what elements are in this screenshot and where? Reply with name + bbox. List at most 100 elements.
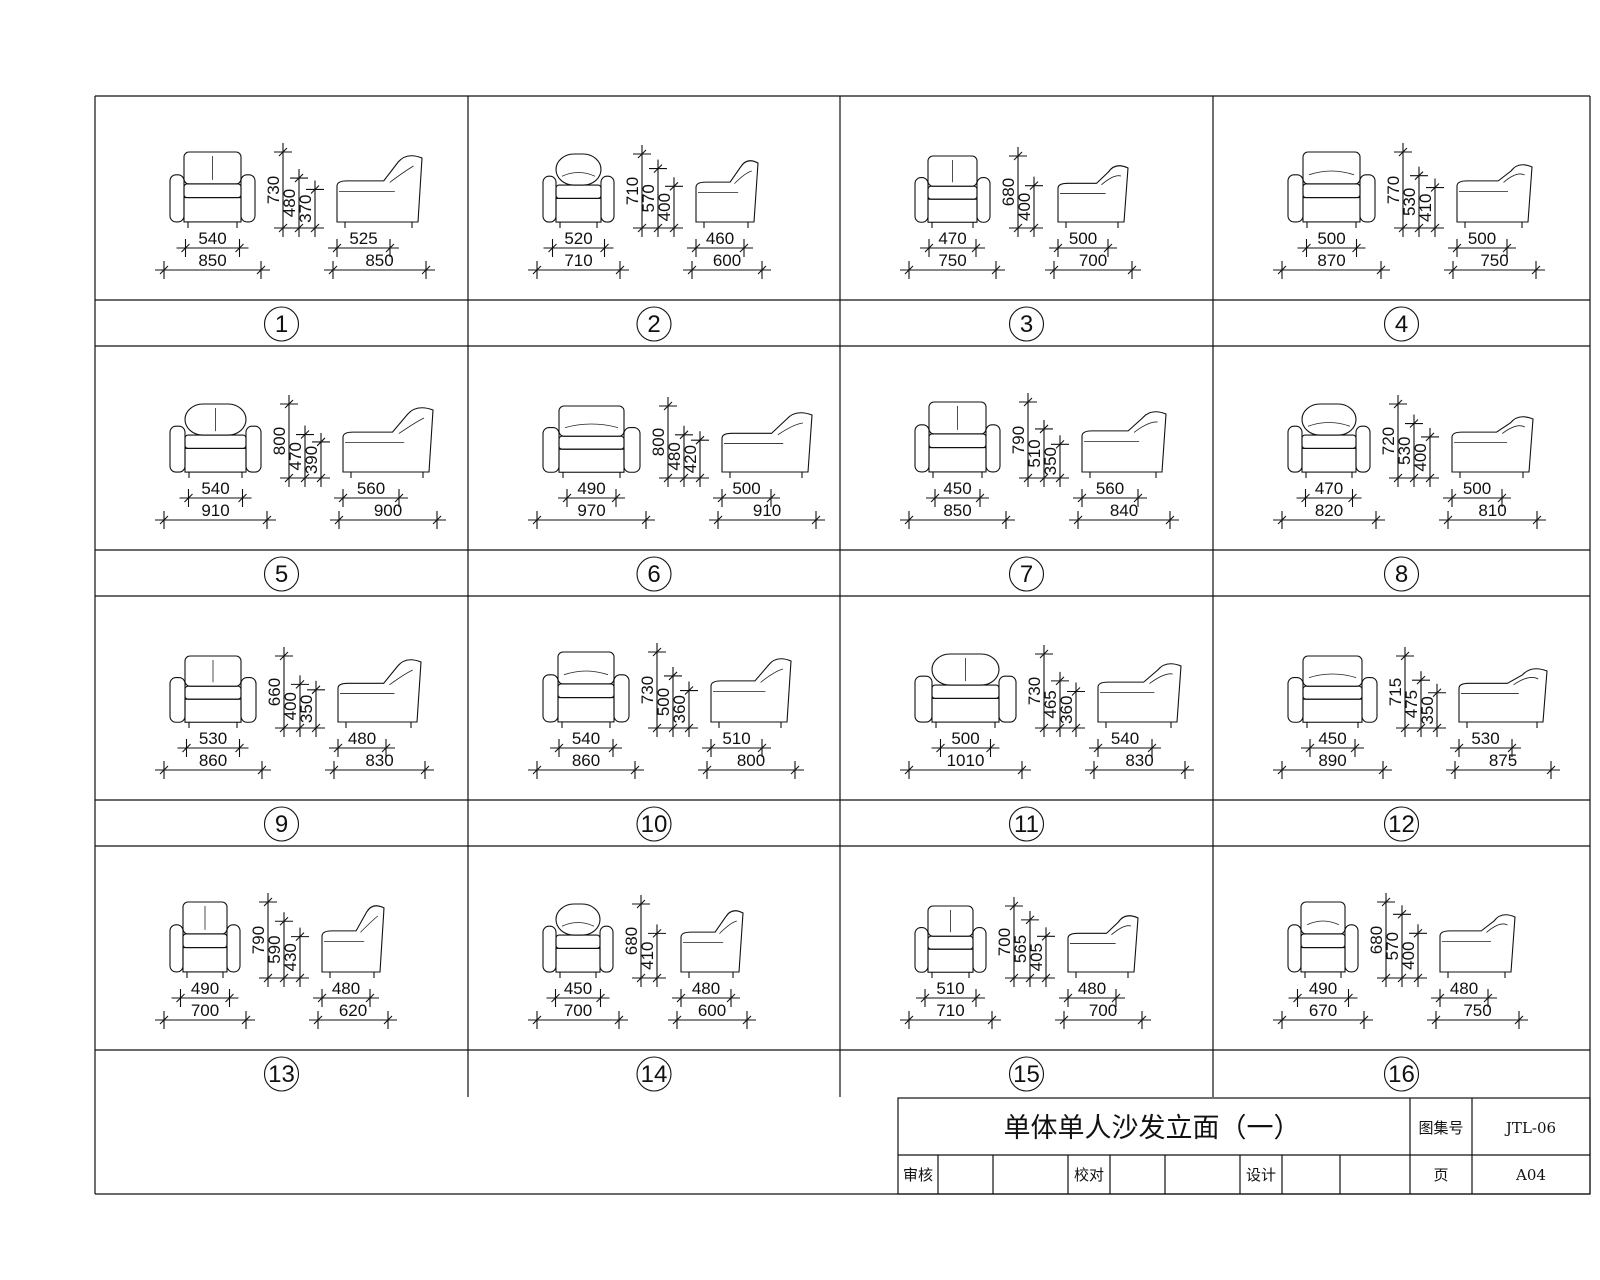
left-arm-outline xyxy=(1287,924,1302,973)
drawing-frame xyxy=(94,95,1591,1195)
sofa-front-view xyxy=(542,651,630,728)
left-arm-outline xyxy=(542,175,557,223)
cushion-fold xyxy=(561,172,596,177)
dimension-tick xyxy=(532,765,542,775)
dimension-tick xyxy=(1409,473,1419,483)
dimension-tick xyxy=(1497,493,1507,503)
dimension-label: 710 xyxy=(936,1001,964,1020)
right-arm-outline xyxy=(600,175,615,223)
dimension-tick xyxy=(332,243,342,253)
dimension-tick xyxy=(316,437,326,447)
dimension-label: 840 xyxy=(1110,501,1138,520)
item-number-circle xyxy=(1008,306,1045,342)
dimension-label: 480 xyxy=(692,979,720,998)
cushion-fold xyxy=(1306,920,1340,926)
dimension-tick xyxy=(1039,723,1049,733)
dimension-tick xyxy=(334,515,344,525)
dimension-label: 700 xyxy=(1079,251,1107,270)
dimension-label: 730 xyxy=(638,676,657,704)
item-number-circle xyxy=(636,1056,672,1092)
dimension-label: 500 xyxy=(1069,229,1097,248)
backrest-outline xyxy=(555,153,602,186)
item-number: 7 xyxy=(1020,561,1033,588)
dimension-label: 560 xyxy=(1096,479,1124,498)
dimension-tick xyxy=(1017,765,1027,775)
dimension-tick xyxy=(637,149,647,159)
item-number-circle xyxy=(263,1056,300,1092)
sofa-side-view xyxy=(710,658,792,728)
dimension-tick xyxy=(1293,993,1302,1003)
back-cushion-curve xyxy=(1133,421,1158,433)
dimension-label: 465 xyxy=(1041,690,1060,718)
dimension-tick xyxy=(1450,765,1460,775)
item-number: 10 xyxy=(641,811,668,838)
dimension-label: 710 xyxy=(623,177,642,205)
dimension-tick xyxy=(279,723,289,733)
dimension-label: 350 xyxy=(297,695,316,723)
dimension-tick xyxy=(1023,397,1033,407)
dimension-tick xyxy=(971,243,981,253)
dimension-tick xyxy=(1414,223,1424,233)
dimension-tick xyxy=(1053,243,1063,253)
dimension-tick xyxy=(1413,928,1423,938)
dimension-label: 480 xyxy=(332,979,360,998)
atlas-number-label: 图集号 xyxy=(1418,1119,1463,1137)
dimension-label: 860 xyxy=(199,751,227,770)
sofa-front-view xyxy=(1287,655,1378,728)
dimension-tick xyxy=(279,916,289,926)
dimension-tick xyxy=(562,493,572,503)
dimension-tick xyxy=(630,765,640,775)
dimension-tick xyxy=(1514,1015,1524,1025)
side-profile-outline xyxy=(710,658,792,723)
dimension-tick xyxy=(679,430,689,440)
dimension-tick xyxy=(757,743,767,753)
dimension-tick xyxy=(653,164,663,173)
dimension-label: 750 xyxy=(938,251,966,270)
dimension-tick xyxy=(338,493,348,503)
dimension-tick xyxy=(608,743,618,753)
item-number-circle xyxy=(636,306,672,342)
dimension-label: 570 xyxy=(1383,932,1402,960)
dimension-tick xyxy=(225,993,234,1003)
title-block: 单体单人沙发立面（一） 图集号 JTL-06 审核 校对 设计 页 A04 xyxy=(897,1097,1591,1195)
dimension-tick xyxy=(241,1015,251,1025)
dimension-label: 560 xyxy=(357,479,385,498)
dimension-label: 470 xyxy=(938,229,966,248)
seat-cushion xyxy=(928,433,987,449)
dimension-label: 790 xyxy=(249,926,268,954)
dimension-tick xyxy=(420,765,430,775)
dimension-tick xyxy=(1352,243,1361,253)
seat-cushion xyxy=(931,684,1000,699)
backrest-outline xyxy=(558,405,625,437)
dimension-label: 715 xyxy=(1386,678,1405,706)
seat-cushion xyxy=(1302,685,1363,700)
sofa-side-view xyxy=(721,412,813,478)
sofa-front-view xyxy=(169,151,256,228)
left-arm-outline xyxy=(1287,677,1304,723)
dimension-tick xyxy=(257,765,267,775)
seat-cushion xyxy=(555,934,601,949)
dimension-tick xyxy=(235,743,244,753)
back-cushion-curve xyxy=(1486,923,1508,933)
dimension-tick xyxy=(159,765,169,775)
item-number-circle xyxy=(636,556,672,592)
dimension-label: 530 xyxy=(1395,437,1414,465)
cushion-fold xyxy=(1307,422,1351,427)
dimension-label: 470 xyxy=(286,442,305,470)
seat-base xyxy=(1300,947,1346,973)
dimension-tick xyxy=(1147,743,1157,753)
dimension-label: 530 xyxy=(199,729,227,748)
sofa-front-view xyxy=(914,401,1001,478)
sofa-front-view xyxy=(542,153,615,228)
dimension-tick xyxy=(1001,515,1011,525)
dimension-label: 470 xyxy=(1315,479,1343,498)
dimension-tick xyxy=(1041,931,1051,941)
right-arm-outline xyxy=(972,927,987,973)
dimension-label: 475 xyxy=(1402,690,1421,718)
dimension-tick xyxy=(329,765,339,775)
left-arm-outline xyxy=(1287,425,1303,473)
dimension-label: 800 xyxy=(737,751,765,770)
